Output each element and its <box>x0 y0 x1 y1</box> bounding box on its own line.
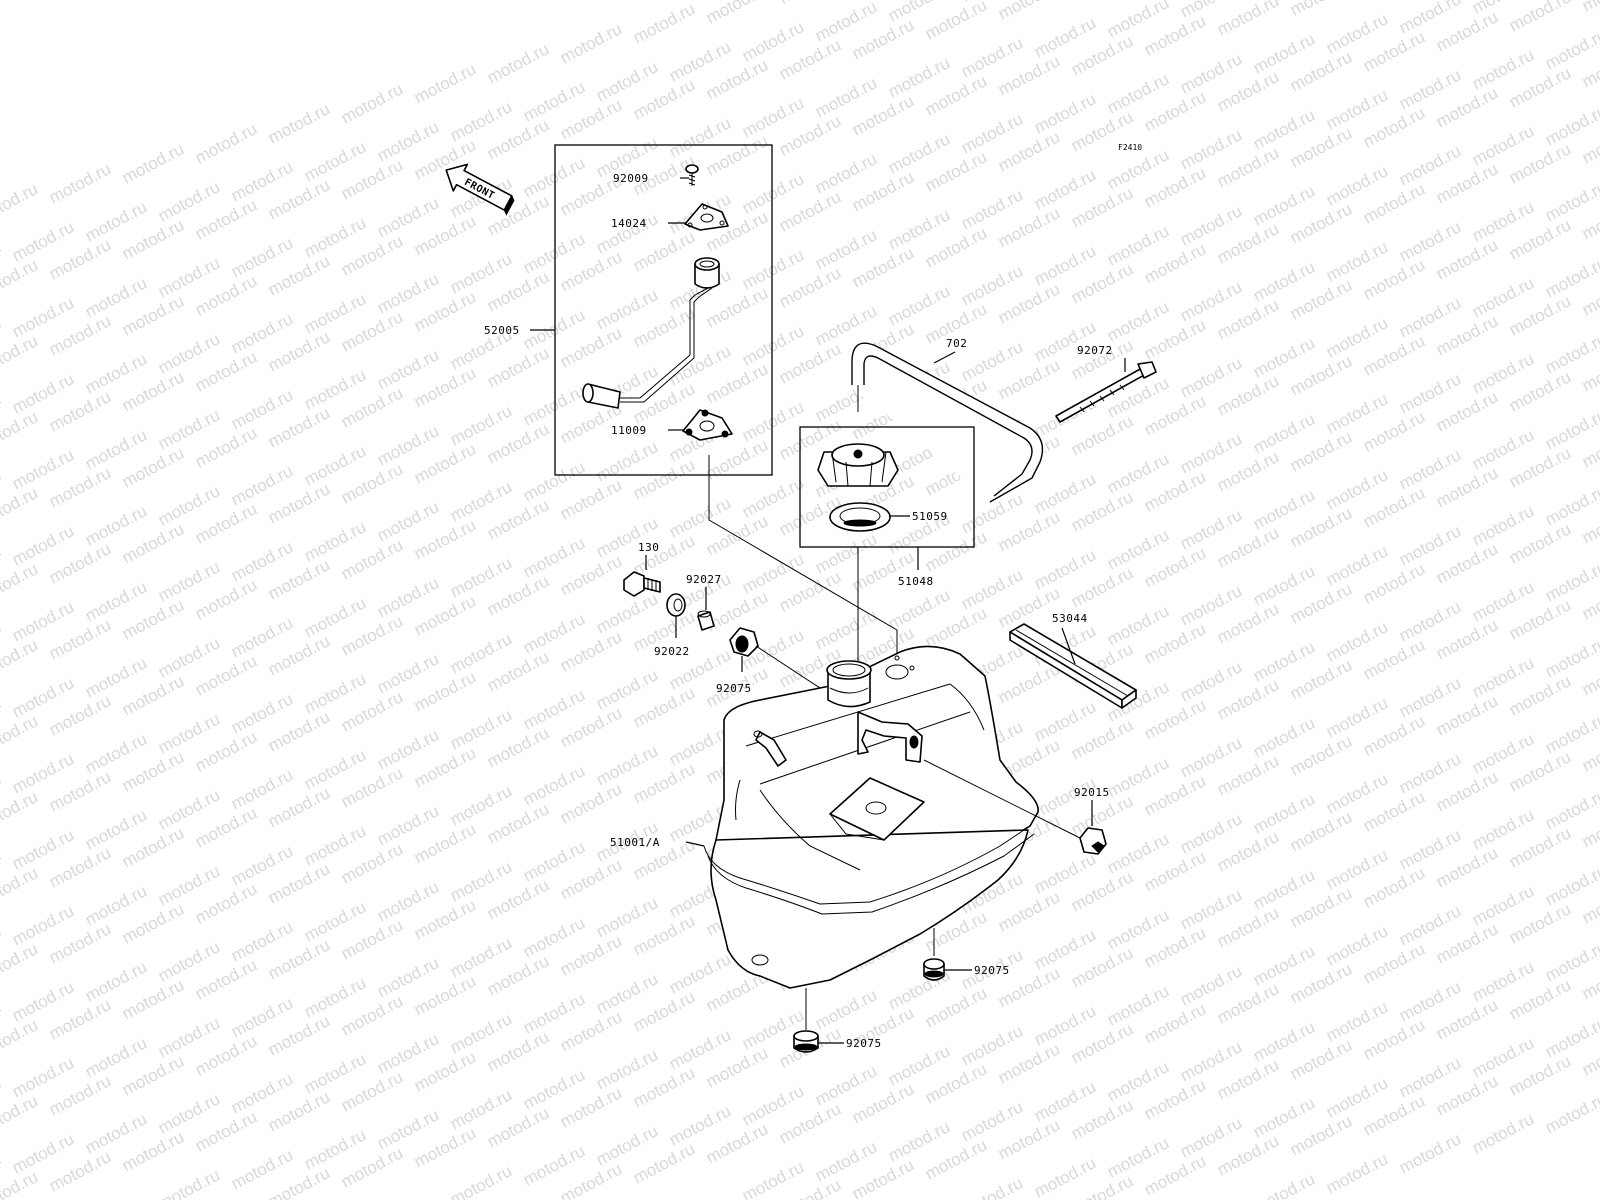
watermark-text: motod.ru <box>1214 0 1282 40</box>
watermark-text: motod.ru <box>776 0 844 8</box>
watermark-text: motod.ru <box>1542 709 1600 757</box>
leader-51001 <box>685 841 705 847</box>
watermark-text: motod.ru <box>1542 937 1600 985</box>
watermark-text: motod.ru <box>0 559 41 607</box>
watermark-text: motod.ru <box>958 1173 1026 1200</box>
watermark-text: motod.ru <box>155 1165 223 1200</box>
watermark-text: motod.ru <box>1542 405 1600 453</box>
watermark-text: motod.ru <box>0 787 41 835</box>
breather-hose-702 <box>851 342 1044 503</box>
callout-92009: 92009 <box>613 172 649 185</box>
watermark-text: motod.ru <box>1287 0 1355 20</box>
watermark-text: motod.ru <box>1542 481 1600 529</box>
watermark-text: motod.ru <box>0 331 41 379</box>
watermark-text: motod.ru <box>0 1015 41 1063</box>
watermark-text: motod.ru <box>0 939 41 987</box>
callout-92075-lower-right: 92075 <box>974 964 1010 977</box>
callout-92072: 92072 <box>1077 344 1113 357</box>
watermark-text: motod.ru <box>1542 101 1600 149</box>
bolt-130 <box>623 555 661 597</box>
watermark-text: motod.ru <box>0 1091 41 1139</box>
watermark-text: motod.ru <box>1542 25 1600 73</box>
watermark-text: motod.ru <box>1542 861 1600 909</box>
grommet-92075-lower-right <box>923 928 972 981</box>
watermark-text: motod.ru <box>1542 1013 1600 1061</box>
watermark-text: motod.ru <box>557 19 625 67</box>
watermark-text: motod.ru <box>1396 1129 1464 1177</box>
watermark-text: motod.ru <box>192 119 260 167</box>
band-92072 <box>1055 358 1157 423</box>
nut-92015 <box>923 759 1107 855</box>
callout-51059: 51059 <box>912 510 948 523</box>
grommet-92075-upper <box>729 627 961 781</box>
watermark-text: motod.ru <box>1579 0 1600 16</box>
watermark-text: motod.ru <box>119 139 187 187</box>
callout-92027: 92027 <box>686 573 722 586</box>
callout-702: 702 <box>946 337 967 350</box>
callout-53044: 53044 <box>1052 612 1088 625</box>
watermark-text: motod.ru <box>0 711 41 759</box>
watermark-text: motod.ru <box>1323 1149 1391 1197</box>
watermark-text: motod.ru <box>1542 785 1600 833</box>
callout-52005: 52005 <box>484 324 520 337</box>
callout-92022: 92022 <box>654 645 690 658</box>
figure-id: F2410 <box>1118 143 1142 152</box>
watermark-text: motod.ru <box>995 0 1063 24</box>
fuel-sender-52005 <box>530 257 720 409</box>
sender-leader-line <box>708 455 898 655</box>
watermark-text: motod.ru <box>484 39 552 87</box>
watermark-text: motod.ru <box>1068 0 1136 4</box>
watermark-text: motod.ru <box>411 59 479 107</box>
watermark-text: motod.ru <box>338 79 406 127</box>
washer-92022 <box>666 593 686 638</box>
cap-gasket-51059 <box>829 502 910 532</box>
callout-11009: 11009 <box>611 424 647 437</box>
callout-130: 130 <box>638 541 659 554</box>
callout-51048: 51048 <box>898 575 934 588</box>
callout-92075-upper: 92075 <box>716 682 752 695</box>
watermark-text: motod.ru <box>0 255 41 303</box>
watermark-text: motod.ru <box>447 1161 515 1200</box>
callout-14024: 14024 <box>611 217 647 230</box>
watermark-text: motod.ru <box>0 483 41 531</box>
collar-92027 <box>697 587 715 631</box>
watermark-text: motod.ru <box>1542 253 1600 301</box>
watermark-text: motod.ru <box>1542 177 1600 225</box>
watermark-text: motod.ru <box>703 0 771 28</box>
watermark-text: motod.ru <box>922 0 990 44</box>
sender-assembly-box <box>554 144 773 476</box>
cap-assembly-box <box>799 426 975 548</box>
watermark-text: motod.ru <box>630 0 698 48</box>
callout-92075-bottom: 92075 <box>846 1037 882 1050</box>
watermark-text: motod.ru <box>1542 1089 1600 1137</box>
watermark-text: motod.ru <box>1469 1109 1537 1157</box>
watermark-text: motod.ru <box>739 1157 807 1200</box>
callout-92015: 92015 <box>1074 786 1110 799</box>
watermark-text: motod.ru <box>1250 1169 1318 1200</box>
watermark-text: motod.ru <box>265 99 333 147</box>
pad-53044 <box>1009 623 1137 709</box>
watermark-text: motod.ru <box>0 863 41 911</box>
screw-92009 <box>680 164 699 186</box>
fuel-tank-51001 <box>703 645 1039 989</box>
watermark-text: motod.ru <box>0 179 41 227</box>
watermark-text: motod.ru <box>1542 633 1600 681</box>
watermark-text: motod.ru <box>1506 0 1574 36</box>
watermark-text: motod.ru <box>1542 329 1600 377</box>
plate-14024 <box>668 203 729 231</box>
grommet-92075-bottom <box>793 988 844 1053</box>
watermark-text: motod.ru <box>0 407 41 455</box>
gasket-11009 <box>668 409 733 441</box>
fuel-cap <box>817 443 899 487</box>
watermark-text: motod.ru <box>1542 557 1600 605</box>
callout-51001: 51001/A <box>610 836 660 849</box>
watermark-text: motod.ru <box>0 635 41 683</box>
watermark-text: motod.ru <box>46 159 114 207</box>
